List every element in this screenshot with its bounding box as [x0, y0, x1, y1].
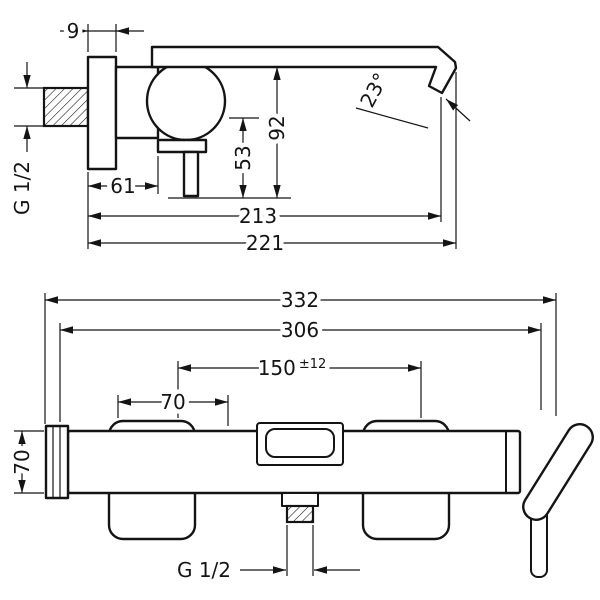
dim-wall-to-aerator-label: 213: [239, 204, 277, 228]
side-view: 9 G 1/2 53 92 61: [6, 15, 471, 260]
dim-escutcheon-offset-label: 70: [160, 390, 185, 414]
thread-label-side: G 1/2: [10, 161, 34, 215]
escutcheon-circle: [145, 60, 227, 142]
wall-pipe-nipple: [42, 86, 90, 128]
dim-total-width: 332: [44, 284, 557, 424]
thread-label-front: G 1/2: [177, 558, 231, 582]
lever-hub-side: [156, 138, 208, 154]
dim-total-projection: 221: [88, 72, 457, 260]
dim-thread-front: G 1/2: [172, 525, 360, 587]
dim-wall-to-lever: 61: [88, 156, 159, 203]
lever-diagonal: [522, 423, 594, 521]
dim-lever-height-label: 53: [231, 145, 255, 170]
spout-side: [150, 45, 458, 95]
dim-total-width-label: 332: [281, 288, 319, 312]
dim-plate-depth-label: 9: [67, 19, 80, 43]
dim-escutcheon-offset: 70: [117, 386, 229, 426]
dim-spout-height-label: 92: [265, 115, 289, 140]
dim-total-projection-label: 221: [246, 231, 284, 255]
angle-arrow: [445, 98, 471, 122]
angle-reference-line: [355, 107, 429, 129]
outlet-neck: [281, 492, 319, 507]
dim-connection-distance-label: 150±12: [258, 356, 327, 380]
left-union-cap: [44, 424, 70, 500]
lever-grip-side: [182, 150, 200, 198]
dim-spout-angle: 23°: [351, 64, 471, 129]
front-view: 332 306 150±12 70 70: [6, 284, 594, 587]
dim-body-width-label: 306: [281, 318, 319, 342]
wall-plate: [86, 55, 118, 171]
dim-body-height-label: 70: [10, 449, 34, 474]
dim-wall-to-aerator: 213: [88, 97, 442, 233]
dim-connection-distance: 150±12: [177, 352, 422, 418]
dim-plate-depth: 9: [60, 15, 144, 52]
dim-connection-tolerance-value: ±12: [299, 357, 326, 372]
spout-angle-label: 23°: [355, 69, 393, 112]
cartridge-cap: [265, 428, 335, 458]
dim-wall-to-lever-label: 61: [110, 174, 135, 198]
dim-lever-height: 53: [227, 117, 260, 198]
outlet-thread: [285, 504, 315, 524]
dim-connection-distance-value: 150: [258, 356, 296, 380]
dim-thread-side: G 1/2: [6, 62, 44, 220]
dim-spout-height: 92: [261, 67, 294, 198]
dim-body-width: 306: [59, 314, 542, 422]
dim-body-height: 70: [6, 430, 44, 494]
